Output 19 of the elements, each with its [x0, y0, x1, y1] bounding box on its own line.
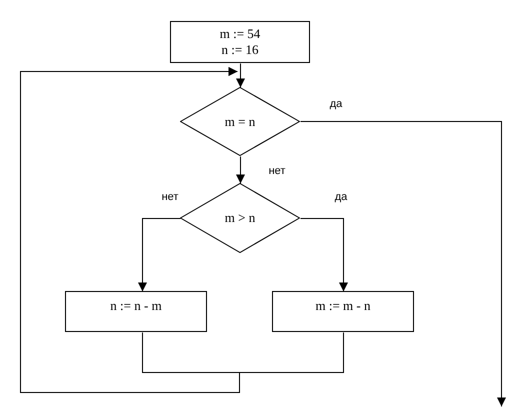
process-box: [170, 21, 310, 63]
process-box: [272, 291, 414, 332]
edge-label: да: [330, 98, 342, 110]
assignment-text: m := 54: [220, 26, 260, 42]
edge-label: да: [334, 191, 348, 203]
edge-label: нет: [162, 191, 178, 203]
arrow: [300, 218, 348, 292]
arrow: [138, 218, 181, 292]
process-box: [65, 291, 207, 332]
arrow: [20, 67, 344, 393]
assignment-text: n := 16: [222, 42, 258, 58]
assignment-text: n := n - m: [110, 298, 162, 314]
edge-label: нет: [268, 165, 286, 177]
condition-text: m > n: [224, 210, 256, 226]
assignment-text: m := m - n: [316, 298, 370, 314]
condition-text: m = n: [224, 114, 256, 130]
arrow: [236, 63, 245, 88]
arrow: [236, 156, 245, 184]
arrow: [300, 121, 506, 407]
